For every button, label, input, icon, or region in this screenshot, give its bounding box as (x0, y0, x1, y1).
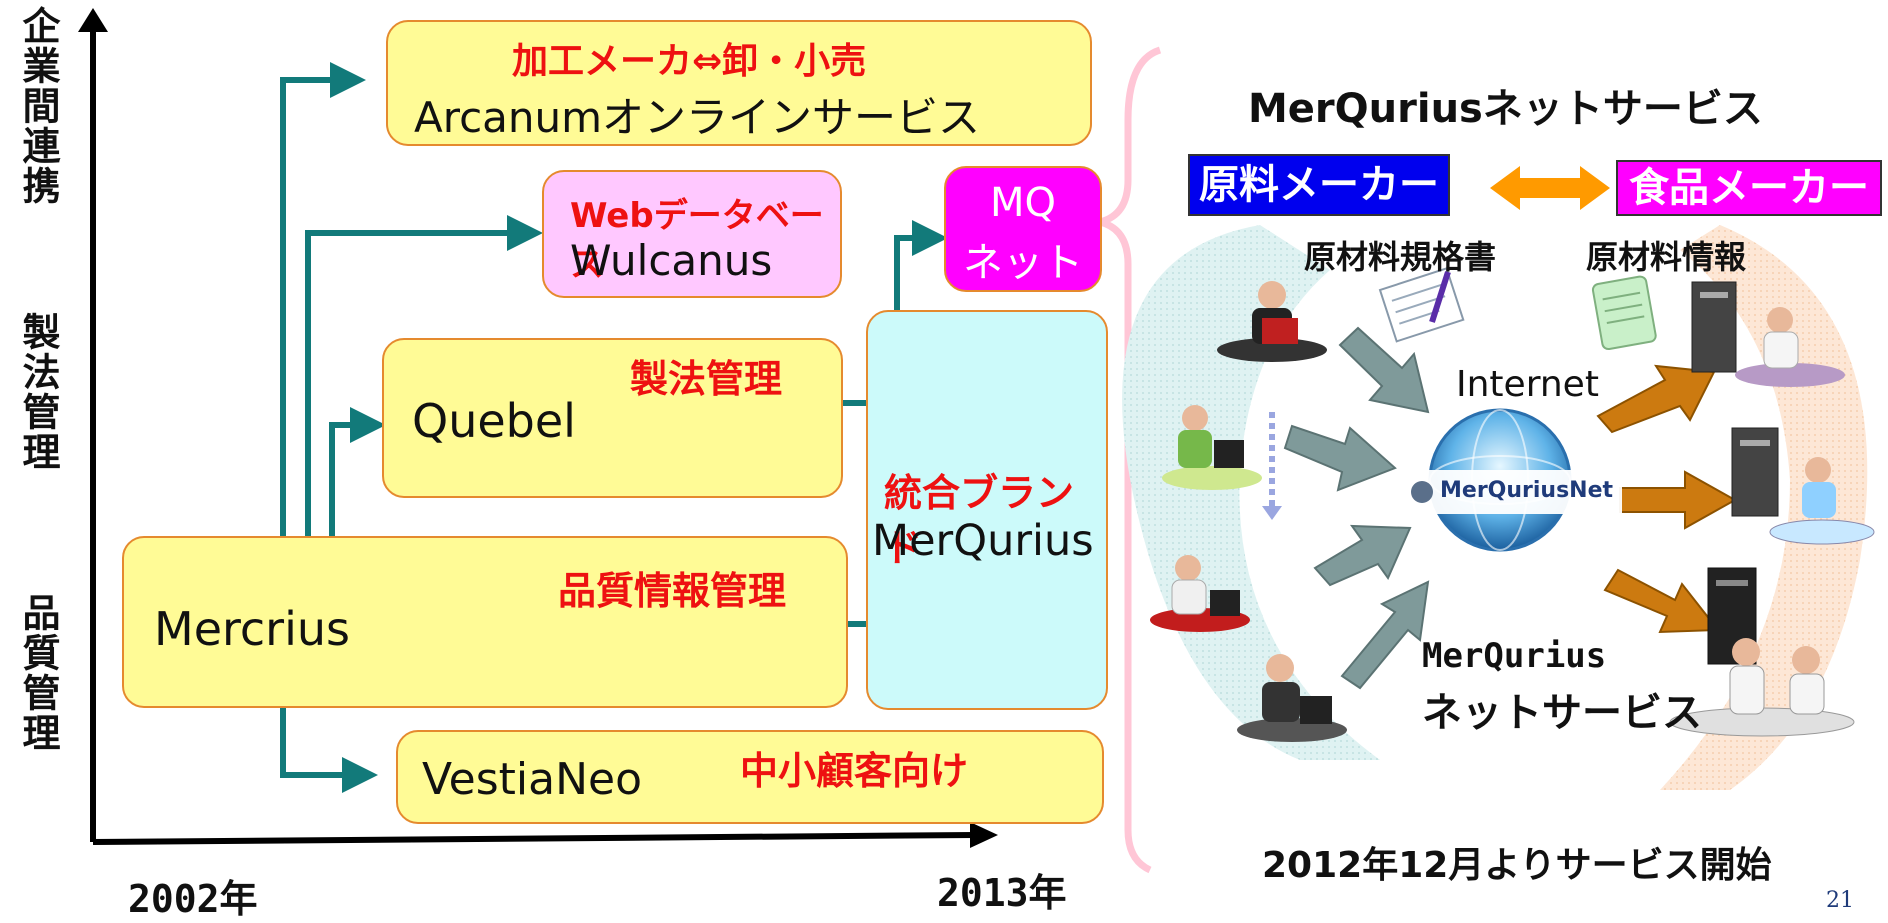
supplier-zone (1122, 225, 1380, 760)
quebel-box: Quebel 製法管理 (382, 338, 843, 498)
merqurius-name: MerQurius (872, 516, 1094, 566)
supplier-person-2 (1162, 405, 1262, 490)
service-start-note: 2012年12月よりサービス開始 (1262, 845, 1772, 886)
mqnet-box: MQ ネット (944, 166, 1102, 292)
pen-icon (1429, 271, 1451, 323)
supplier-person-3 (1150, 555, 1250, 632)
connector-arcanum (280, 62, 366, 536)
axis-label-recipe: 製法管理 (16, 312, 60, 472)
mercrius-tag: 品質情報管理 (558, 569, 787, 613)
mercrius-name: Mercrius (154, 602, 350, 656)
mqnet-line1: MQ (990, 180, 1056, 226)
gray-arrow-3 (1313, 524, 1412, 587)
brown-arrow-1 (1596, 364, 1716, 434)
maker-header: 食品メーカー (1616, 160, 1882, 216)
mqnet-line2: ネット (963, 240, 1083, 286)
brown-arrow-3 (1603, 568, 1720, 634)
brown-arrows (1596, 364, 1738, 634)
bottom-label-line2: ネットサービス (1422, 690, 1702, 736)
maker-server-2 (1731, 427, 1875, 545)
arcanum-name: Arcanumオンラインサービス (414, 93, 981, 142)
info-scroll-icon (1591, 275, 1657, 351)
gray-arrow-1 (1338, 326, 1430, 414)
spec-document-icon (1378, 267, 1465, 343)
axis-label-quality: 品質管理 (16, 593, 60, 753)
arcanum-tag: 加工メーカ⇔卸・小売 (512, 41, 867, 82)
connector-wulcanus (305, 215, 543, 536)
connector-vestianeo (280, 708, 378, 793)
spec-document-label: 原材料規格書 (1304, 238, 1497, 276)
quebel-name: Quebel (412, 394, 576, 448)
x-axis-arrowhead (970, 822, 998, 848)
y-axis-arrowhead (78, 8, 108, 32)
connector-mqnet (894, 220, 948, 318)
supplier-person-1 (1217, 281, 1327, 362)
exchange-arrow (1490, 166, 1610, 210)
maker-server-3 (1669, 567, 1855, 737)
maker-server-1 (1691, 281, 1845, 387)
gray-arrow-4 (1340, 580, 1430, 690)
vestianeo-tag: 中小顧客向け (740, 749, 969, 793)
logo-mark (1411, 481, 1433, 503)
material-info-label: 原材料情報 (1586, 238, 1747, 276)
mercrius-box: Mercrius 品質情報管理 (122, 536, 848, 708)
logo-plate (1408, 470, 1622, 514)
arcanum-box: 加工メーカ⇔卸・小売 Arcanumオンラインサービス (386, 20, 1092, 146)
wulcanus-tag: Webデータベース (570, 196, 824, 285)
bottom-label-line1: MerQurius (1422, 636, 1607, 676)
vestianeo-box: VestiaNeo 中小顧客向け (396, 730, 1104, 824)
vestianeo-name: VestiaNeo (422, 754, 643, 805)
quebel-tag: 製法管理 (630, 357, 783, 401)
merqurius-net-logo: MerQuriusNet (1440, 478, 1614, 503)
connectors (280, 62, 948, 793)
gray-arrow-2 (1283, 424, 1397, 492)
supplier-person-4 (1237, 654, 1347, 742)
gray-arrows (1283, 326, 1430, 690)
supplier-header: 原料メーカー (1188, 154, 1450, 216)
page-number: 21 (1826, 888, 1854, 913)
x-axis (92, 832, 976, 845)
brown-arrow-2 (1619, 470, 1738, 530)
wulcanus-name: Wulcanus (570, 236, 773, 285)
wulcanus-box: Webデータベース Wulcanus (542, 170, 842, 298)
service-title: MerQuriusネットサービス (1248, 86, 1763, 132)
merqurius-box: 統合ブランド MerQurius (866, 310, 1108, 710)
merqurius-tag: 統合ブランド (884, 471, 1075, 570)
internet-label: Internet (1456, 364, 1599, 405)
connector-quebel (329, 407, 386, 536)
axis-label-collab: 企業間連携 (16, 6, 60, 206)
year-end: 2013年 (937, 871, 1067, 915)
